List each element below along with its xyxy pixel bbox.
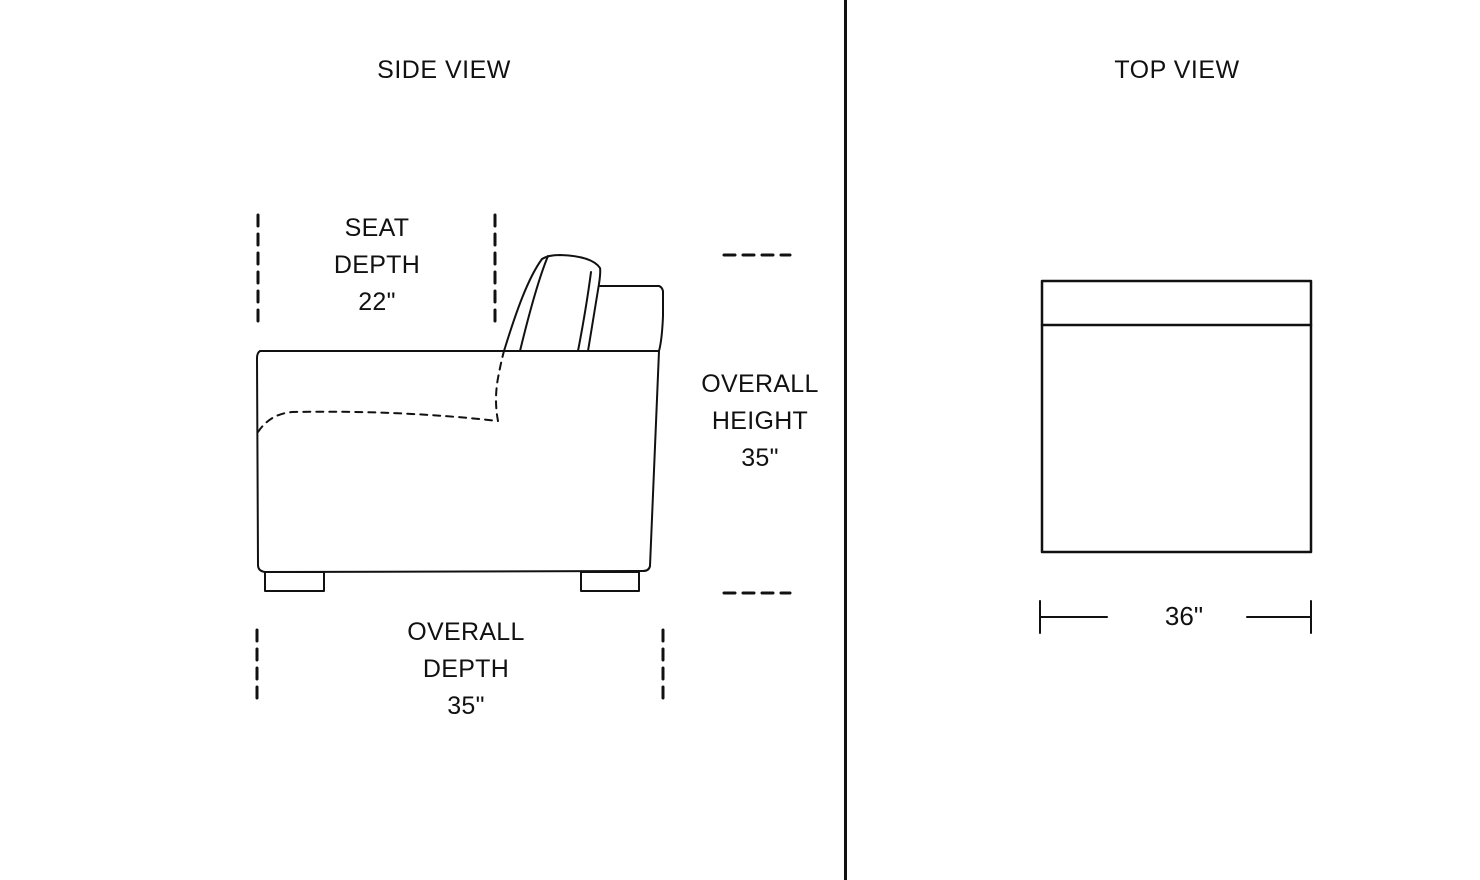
width-dimension-line — [1039, 600, 1312, 634]
overall-height-line2: HEIGHT — [711, 407, 809, 435]
chair-back-frame — [599, 285, 664, 352]
chair-back-cushion-seam — [577, 271, 592, 352]
seat-depth-label: SEAT DEPTH 22" — [267, 210, 487, 321]
overall-height-label: OVERALL HEIGHT 35" — [650, 366, 870, 477]
seat-depth-line1: SEAT — [344, 214, 410, 242]
seat-depth-line2: DEPTH — [333, 251, 421, 279]
chair-top-outline — [1040, 279, 1313, 554]
overall-depth-line1: OVERALL — [407, 618, 525, 646]
chair-side-outline — [256, 254, 664, 592]
view-divider — [844, 0, 847, 880]
chair-seat-hidden-line — [257, 350, 505, 433]
chair-back-cushion-crease — [519, 255, 549, 352]
chair-front-foot — [264, 571, 325, 592]
seat-depth-value: 22" — [358, 288, 396, 316]
chair-back-cushion — [503, 254, 602, 352]
overall-height-line1: OVERALL — [701, 370, 819, 398]
top-width-label: 36" — [1164, 601, 1204, 631]
overall-depth-label: OVERALL DEPTH 35" — [356, 614, 576, 725]
top-view-title: TOP VIEW — [1114, 56, 1240, 84]
chair-top-body — [1040, 279, 1313, 554]
chair-back-foot — [580, 571, 640, 592]
overall-depth-line2: DEPTH — [422, 655, 510, 683]
side-view-title: SIDE VIEW — [377, 56, 511, 84]
overall-height-value: 35" — [741, 444, 779, 472]
overall-depth-value: 35" — [447, 692, 485, 720]
chair-body — [256, 350, 660, 573]
